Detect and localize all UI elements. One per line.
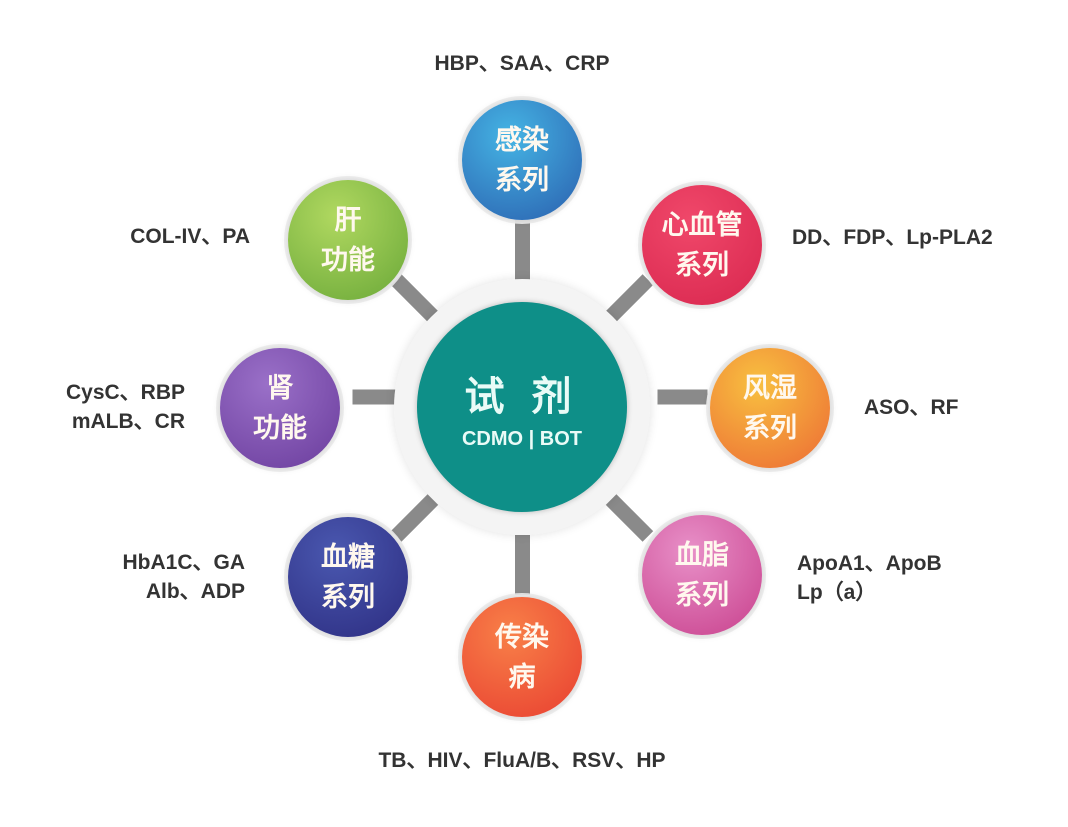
center-subtitle: CDMO | BOT <box>461 428 583 450</box>
node-label: 系列 <box>495 165 549 195</box>
connector-infectious <box>515 535 530 595</box>
node-label: 肝 <box>334 205 362 235</box>
kidney-items: CysC、RBP mALB、CR <box>66 378 185 436</box>
node-label: 传染 <box>495 622 549 652</box>
connector-lipid <box>605 494 654 542</box>
node-infectious: 传染病 <box>462 597 582 717</box>
node-rheum: 风湿系列 <box>710 348 830 468</box>
node-glucose: 血糖系列 <box>288 517 408 637</box>
node-label: 功能 <box>321 245 375 275</box>
node-infection: 感染系列 <box>462 100 582 220</box>
node-label: 系列 <box>675 250 729 280</box>
glucose-item: HbA1C、GA <box>122 551 245 574</box>
node-label: 系列 <box>675 580 729 610</box>
node-cardio: 心血管系列 <box>642 185 762 305</box>
connector-cardio <box>605 274 654 322</box>
liver-items: COL-IV、PA <box>130 225 250 248</box>
rheum-items: ASO、RF <box>864 396 959 419</box>
node-label: 血糖 <box>321 542 375 572</box>
glucose-items: HbA1C、GA Alb、ADP <box>122 548 245 606</box>
glucose-item: Alb、ADP <box>145 580 245 603</box>
node-label: 病 <box>508 662 536 692</box>
infectious-items: TB、HIV、FluA/B、RSV、HP <box>378 749 666 772</box>
connector-rheum <box>657 389 708 405</box>
lipid-item: ApoA1、ApoB <box>797 552 942 575</box>
node-lipid: 血脂系列 <box>642 515 762 635</box>
node-label: 系列 <box>743 413 797 443</box>
node-label: 心血管 <box>661 210 743 240</box>
node-label: 风湿 <box>743 373 797 403</box>
connector-infection <box>515 220 530 280</box>
node-label: 肾 <box>266 373 294 403</box>
node-kidney: 肾功能 <box>220 348 340 468</box>
node-label: 系列 <box>321 582 375 612</box>
lipid-items: ApoA1、ApoB Lp（a） <box>797 549 942 607</box>
node-label: 功能 <box>253 413 307 443</box>
node-label: 感染 <box>495 125 549 155</box>
kidney-item: CysC、RBP <box>65 381 185 404</box>
node-liver: 肝功能 <box>288 180 408 300</box>
connector-glucose <box>390 494 439 542</box>
lipid-item: Lp（a） <box>797 581 877 604</box>
cardio-items: DD、FDP、Lp-PLA2 <box>792 226 993 249</box>
kidney-item: mALB、CR <box>71 410 185 433</box>
connector-liver <box>390 274 439 322</box>
center-hub: 试 剂 CDMO | BOT <box>417 302 627 512</box>
center-title: 试 剂 <box>464 375 580 419</box>
node-label: 血脂 <box>675 540 729 570</box>
infection-items: HBP、SAA、CRP <box>434 52 610 75</box>
